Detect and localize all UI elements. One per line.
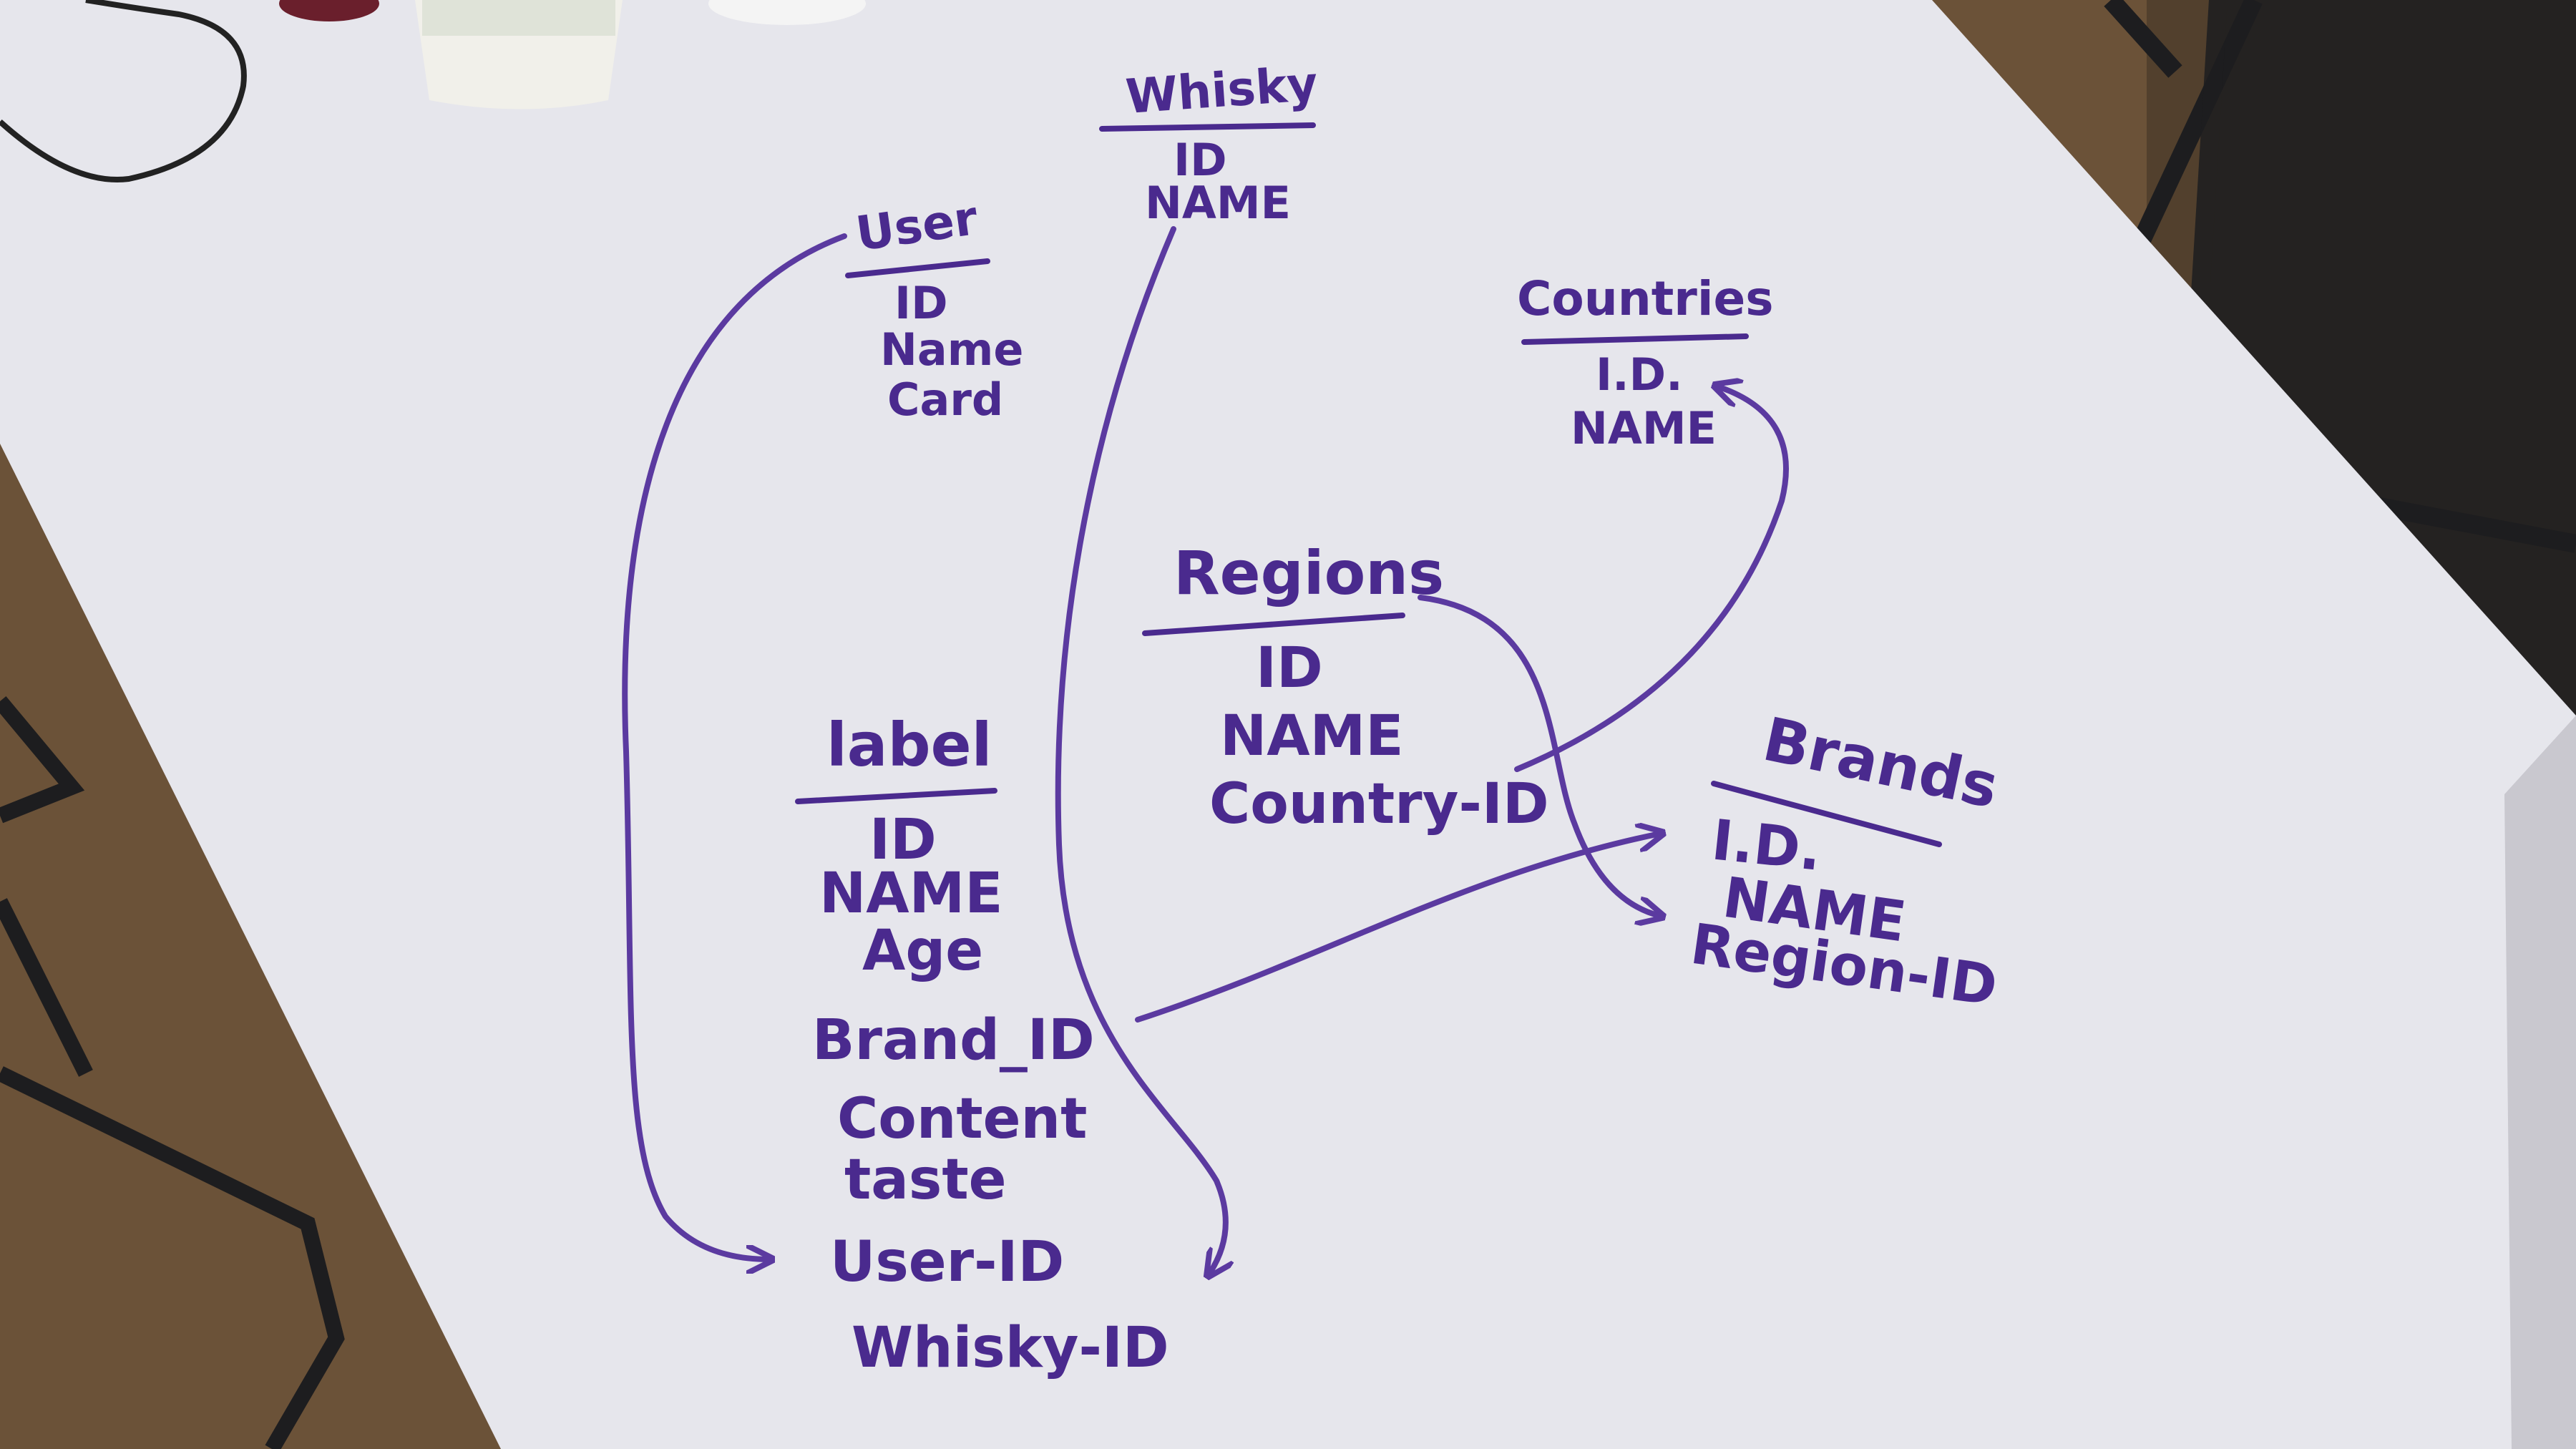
entity-countries: Countries I.D. NAME	[1517, 271, 1774, 454]
entity-title: Regions	[1174, 538, 1444, 608]
relation-user-to-label	[622, 233, 847, 1259]
entity-title: Whisky	[1124, 56, 1319, 125]
relation-region-to-countries	[1514, 386, 1789, 772]
entity-field: Content	[837, 1087, 1087, 1151]
entity-field: Card	[887, 374, 1003, 426]
coffee-cup	[279, 0, 866, 109]
entity-regions: Regions ID NAME Country-ID	[1142, 538, 1549, 836]
entity-field: taste	[844, 1148, 1007, 1212]
entity-field: ID	[1256, 636, 1323, 701]
entity-field: NAME	[1571, 402, 1717, 454]
entity-title: label	[826, 710, 992, 780]
relation-brand-to-regions	[1418, 595, 1660, 916]
entity-title: Countries	[1517, 271, 1774, 326]
entity-field: NAME	[819, 862, 1003, 926]
whiteboard-edge-shadow	[2504, 716, 2576, 1449]
entity-user: User ID Name Card	[845, 190, 1023, 426]
entity-field: Country-ID	[1209, 772, 1549, 836]
entity-field: I.D.	[1709, 808, 1825, 884]
entity-field: User-ID	[830, 1230, 1064, 1294]
entity-field: Whisky-ID	[852, 1316, 1169, 1380]
entity-field: NAME	[1220, 704, 1404, 769]
entity-field: ID	[1174, 134, 1227, 186]
entity-field: I.D.	[1596, 348, 1683, 401]
relation-whisky-to-label	[1055, 226, 1226, 1274]
entity-field: NAME	[1145, 177, 1291, 229]
entity-field: Age	[862, 919, 983, 983]
power-cable	[0, 0, 247, 182]
entity-field: Name	[880, 323, 1023, 376]
entity-field: Brand_ID	[812, 1008, 1095, 1073]
entity-field: ID	[894, 277, 948, 329]
chair-left	[0, 696, 345, 1449]
entity-whisky: Whisky ID NAME	[1099, 56, 1319, 229]
relation-label-to-brands	[1135, 834, 1660, 1023]
entity-label: label ID NAME Age Brand_ID Content taste…	[795, 710, 1169, 1380]
entity-field: ID	[869, 808, 937, 872]
